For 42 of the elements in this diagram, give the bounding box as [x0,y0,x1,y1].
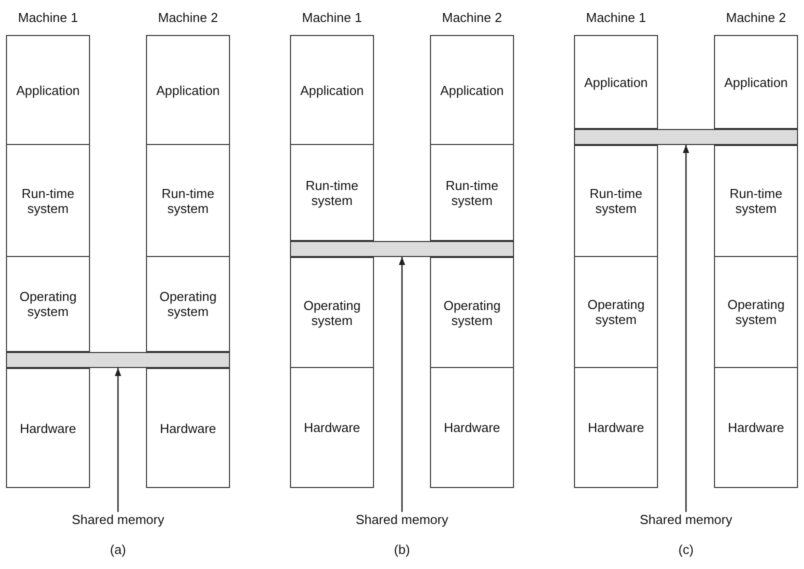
layer-box: Application [290,35,374,145]
machine-heading: Machine 1 [585,9,647,27]
layer-box: Run-time system [6,144,90,257]
leader-text: Shared memory [626,512,746,530]
layer-box: Operating system [146,256,230,352]
layer-box: Hardware [290,367,374,488]
leader-arrow [682,145,690,512]
layer-box: Operating system [714,256,798,368]
shared-memory-bar [290,241,514,257]
panel-label: (b) [393,542,411,557]
shared-memory-bar [574,129,798,145]
layer-box: Operating system [430,257,514,368]
machine-heading: Machine 2 [157,9,219,27]
panel-label: (a) [109,542,127,557]
machine-heading: Machine 1 [301,9,363,27]
layer-box: Hardware [146,368,230,488]
layer-box: Application [6,35,90,145]
layer-box: Hardware [6,368,90,488]
layer-box: Operating system [6,256,90,352]
leader-arrow [114,368,122,512]
leader-text: Shared memory [342,512,462,530]
layer-box: Application [714,35,798,129]
leader-text: Shared memory [58,512,178,530]
layer-box: Application [430,35,514,145]
layer-box: Run-time system [714,145,798,257]
layer-box: Hardware [714,367,798,488]
shared-memory-bar [6,352,230,368]
machine-heading: Machine 2 [725,9,787,27]
layer-box: Run-time system [146,144,230,257]
layer-box: Application [146,35,230,145]
layer-box: Operating system [290,257,374,368]
machine-heading: Machine 1 [17,9,79,27]
layer-box: Run-time system [574,145,658,257]
layer-box: Hardware [574,367,658,488]
layer-box: Run-time system [430,144,514,241]
leader-arrow [398,257,406,512]
machine-heading: Machine 2 [441,9,503,27]
layer-box: Operating system [574,256,658,368]
layer-box: Application [574,35,658,129]
layer-box: Run-time system [290,144,374,241]
layer-box: Hardware [430,367,514,488]
panel-label: (c) [677,542,695,557]
